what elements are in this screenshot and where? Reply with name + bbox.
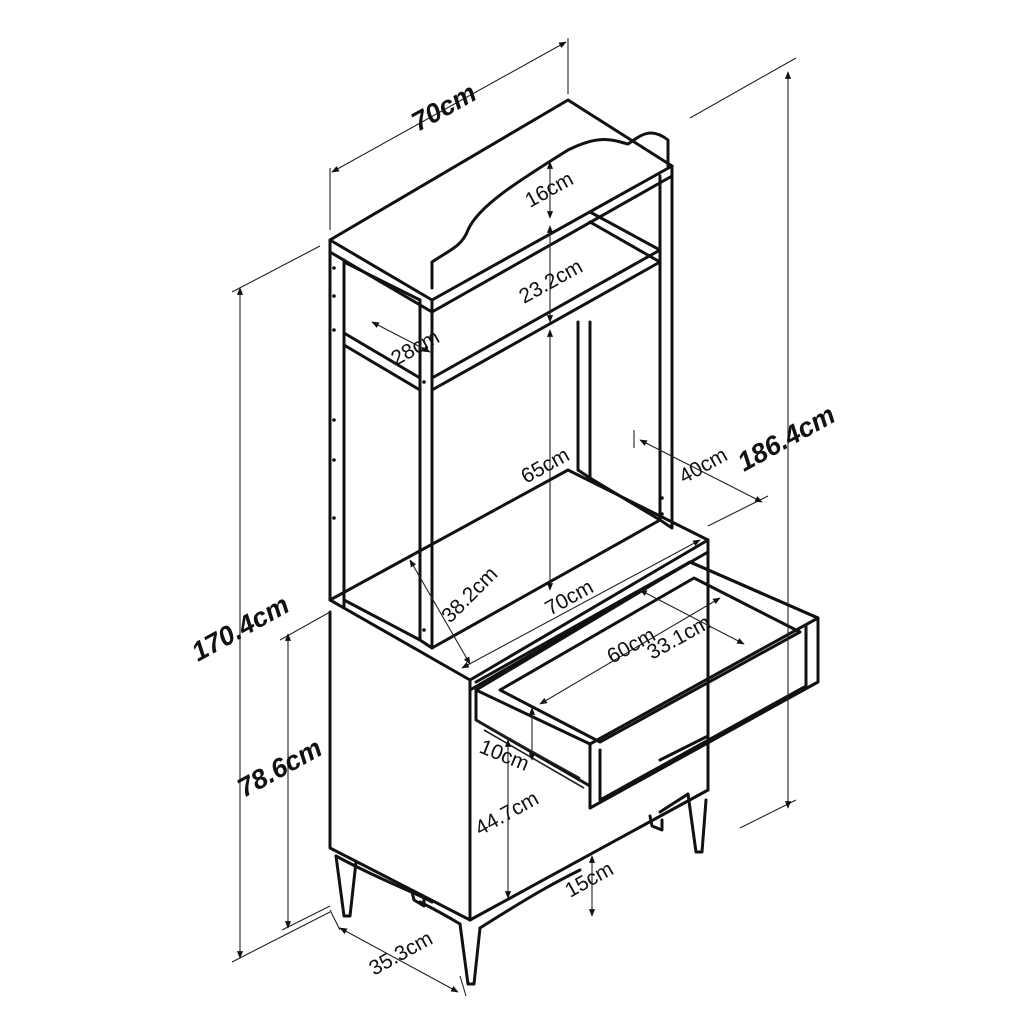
label-top-shelf-depth: 28cm — [387, 325, 443, 370]
dimension-lines — [231, 38, 797, 997]
label-total-height: 186.4cm — [732, 399, 840, 477]
label-top-width: 70cm — [406, 78, 481, 138]
label-lower-opening: 44.7cm — [471, 787, 542, 841]
hutch-cabinet-drawing — [328, 98, 820, 986]
label-drawer-depth: 33.1cm — [643, 611, 714, 665]
dimension-labels: 70cm 186.4cm 170.4cm 78.6cm 16cm 23.2cm … — [186, 78, 840, 981]
label-cabinet-height: 78.6cm — [232, 733, 327, 804]
label-leg-depth: 35.3cm — [365, 927, 436, 981]
label-top-shelf-gap: 23.2cm — [515, 255, 586, 309]
label-counter-depth: 38.2cm — [437, 563, 502, 628]
